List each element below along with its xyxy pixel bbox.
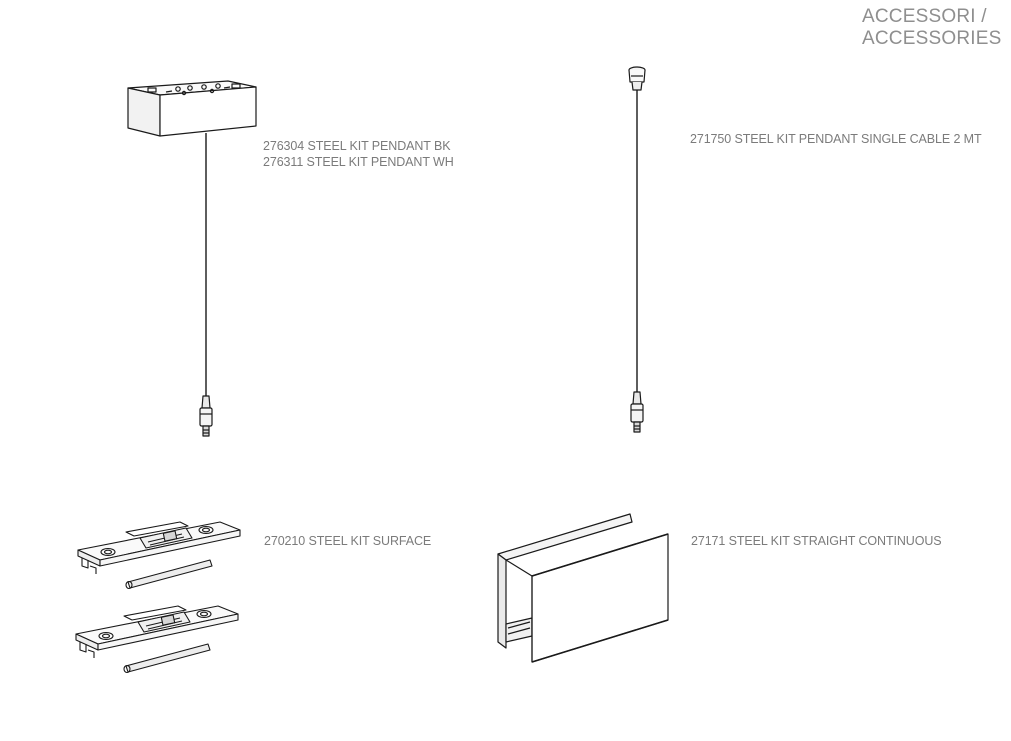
header-title-it: ACCESSORI / [862,6,987,27]
product-label-pendant-kit: 276304 STEEL KIT PENDANT BK 276311 STEEL… [263,138,454,170]
product-label-straight-continuous: 27171 STEEL KIT STRAIGHT CONTINUOUS [691,533,942,549]
product-code-line: 276311 STEEL KIT PENDANT WH [263,155,454,169]
product-code-line: 276304 STEEL KIT PENDANT BK [263,139,451,153]
product-code-line: 270210 STEEL KIT SURFACE [264,534,432,548]
product-label-surface-kit: 270210 STEEL KIT SURFACE [264,533,431,549]
surface-clip-upper [77,521,241,590]
product-code-line: 271750 STEEL KIT PENDANT SINGLE CABLE 2 … [690,132,982,146]
page-header: ACCESSORI / ACCESSORIES [862,6,1007,50]
header-title-en: ACCESSORIES [862,28,1002,49]
surface-kit-illustration [75,521,241,674]
pendant-single-cable-illustration [628,66,646,433]
product-label-single-cable: 271750 STEEL KIT PENDANT SINGLE CABLE 2 … [690,131,982,147]
product-code-line: 27171 STEEL KIT STRAIGHT CONTINUOUS [691,534,942,548]
straight-continuous-kit-illustration [497,513,669,663]
pendant-kit-box-illustration [127,80,257,437]
surface-clip-lower [75,605,239,674]
